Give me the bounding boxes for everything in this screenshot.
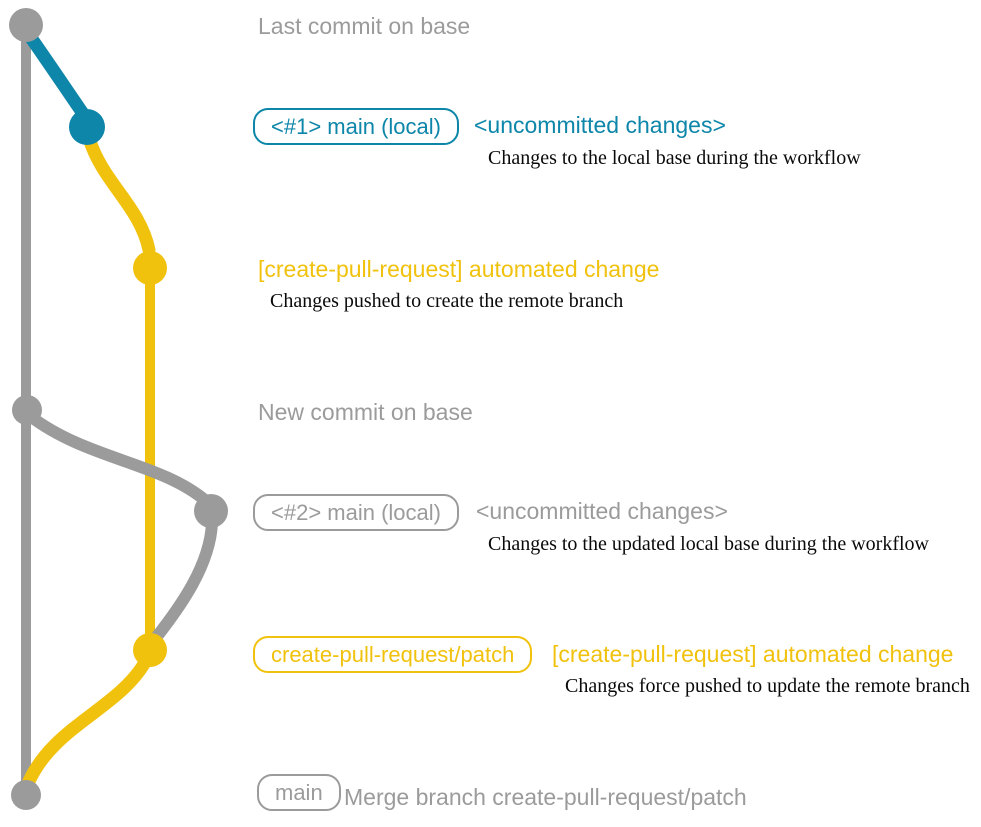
commit-node-last-base — [9, 8, 43, 42]
branch-curve-rebase — [149, 517, 218, 645]
label-last-commit-on-base: Last commit on base — [258, 13, 471, 39]
description-automated-change-1: Changes pushed to create the remote bran… — [270, 290, 624, 312]
branch-curve-main-local-1 — [20, 25, 93, 125]
description-uncommitted-changes-1: Changes to the local base during the wor… — [488, 147, 861, 169]
branch-badge-main: main — [257, 774, 341, 811]
description-uncommitted-changes-2: Changes to the updated local base during… — [488, 533, 929, 555]
commit-node-main-local-1 — [69, 109, 105, 145]
description-automated-change-2: Changes force pushed to update the remot… — [565, 675, 970, 697]
label-automated-change-2: [create-pull-request] automated change — [552, 641, 954, 667]
label-merge-branch: Merge branch create-pull-request/patch — [344, 784, 747, 810]
git-graph — [9, 8, 228, 810]
branch-curve-main-local-2 — [24, 410, 212, 507]
branch-badge-main-local-1: <#1> main (local) — [253, 108, 459, 145]
branch-curve-patch-1 — [82, 131, 156, 257]
label-new-commit-on-base: New commit on base — [258, 399, 473, 425]
branch-badge-main-local-2: <#2> main (local) — [253, 494, 459, 531]
branch-badge-patch: create-pull-request/patch — [253, 636, 533, 673]
commit-node-new-base — [12, 395, 42, 425]
commit-node-patch-1 — [133, 251, 167, 285]
commit-node-main-local-2 — [194, 494, 228, 528]
commit-node-merge — [11, 780, 41, 810]
commit-node-patch-2 — [133, 633, 167, 667]
branch-curve-patch-merge — [20, 657, 151, 793]
label-automated-change-1: [create-pull-request] automated change — [258, 256, 660, 282]
label-uncommitted-changes-2: <uncommitted changes> — [476, 498, 728, 524]
label-uncommitted-changes-1: <uncommitted changes> — [474, 112, 726, 138]
